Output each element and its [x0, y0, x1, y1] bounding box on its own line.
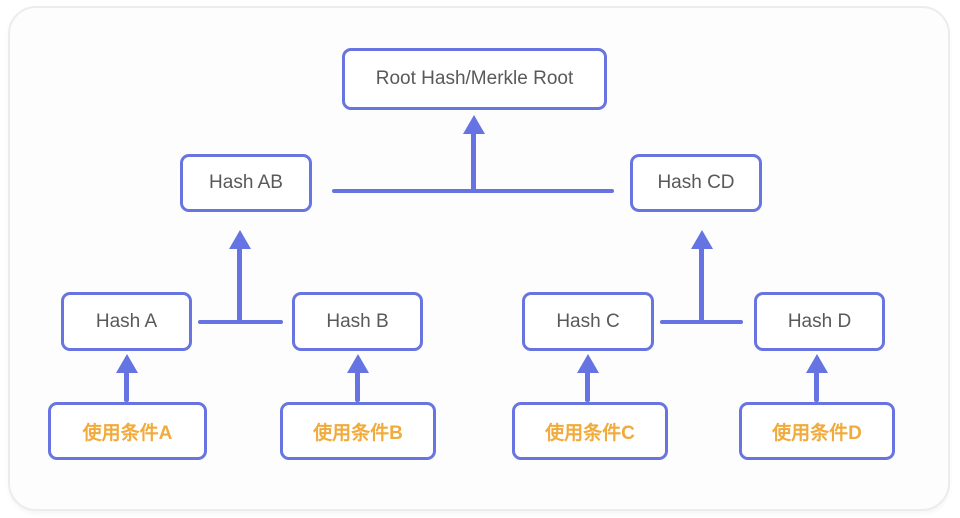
connector-shaft-to-hash-ab — [237, 246, 242, 324]
connector-shaft-to-root — [471, 132, 476, 193]
node-hash-c: Hash C — [522, 292, 654, 351]
arrow-up-to-hash-ab-icon — [229, 230, 251, 249]
node-hash-c-label: Hash C — [556, 310, 620, 332]
node-condition-a-label: 使用条件A — [82, 422, 173, 444]
node-hash-cd: Hash CD — [630, 154, 762, 212]
connector-shaft-cond-a — [124, 370, 129, 402]
node-condition-c: 使用条件C — [512, 402, 668, 460]
diagram-card: Root Hash/Merkle Root Hash AB Hash CD Ha… — [8, 6, 950, 511]
connector-shaft-cond-c — [585, 370, 590, 402]
node-root-hash: Root Hash/Merkle Root — [342, 48, 607, 110]
node-hash-ab-label: Hash AB — [209, 172, 283, 193]
arrow-up-to-hash-d-icon — [806, 354, 828, 373]
node-condition-c-label: 使用条件C — [545, 422, 635, 444]
node-hash-ab: Hash AB — [180, 154, 312, 212]
arrow-up-to-hash-a-icon — [116, 354, 138, 373]
node-hash-b: Hash B — [292, 292, 423, 351]
node-hash-d-label: Hash D — [787, 310, 852, 332]
node-condition-b: 使用条件B — [280, 402, 436, 460]
node-condition-d: 使用条件D — [739, 402, 895, 460]
arrow-up-to-hash-b-icon — [347, 354, 369, 373]
node-condition-d-label: 使用条件D — [772, 422, 862, 444]
node-hash-d: Hash D — [754, 292, 885, 351]
node-root-hash-label: Root Hash/Merkle Root — [375, 68, 574, 89]
connector-shaft-to-hash-cd — [699, 246, 704, 324]
node-hash-b-label: Hash B — [326, 310, 389, 332]
node-condition-a: 使用条件A — [48, 402, 207, 460]
connector-shaft-cond-b — [355, 370, 360, 402]
arrow-up-to-hash-cd-icon — [691, 230, 713, 249]
node-hash-a-label: Hash A — [95, 310, 158, 332]
arrow-up-to-root-icon — [463, 115, 485, 134]
node-hash-cd-label: Hash CD — [657, 172, 735, 193]
connector-shaft-cond-d — [814, 370, 819, 402]
node-condition-b-label: 使用条件B — [313, 422, 403, 444]
node-hash-a: Hash A — [61, 292, 192, 351]
arrow-up-to-hash-c-icon — [577, 354, 599, 373]
